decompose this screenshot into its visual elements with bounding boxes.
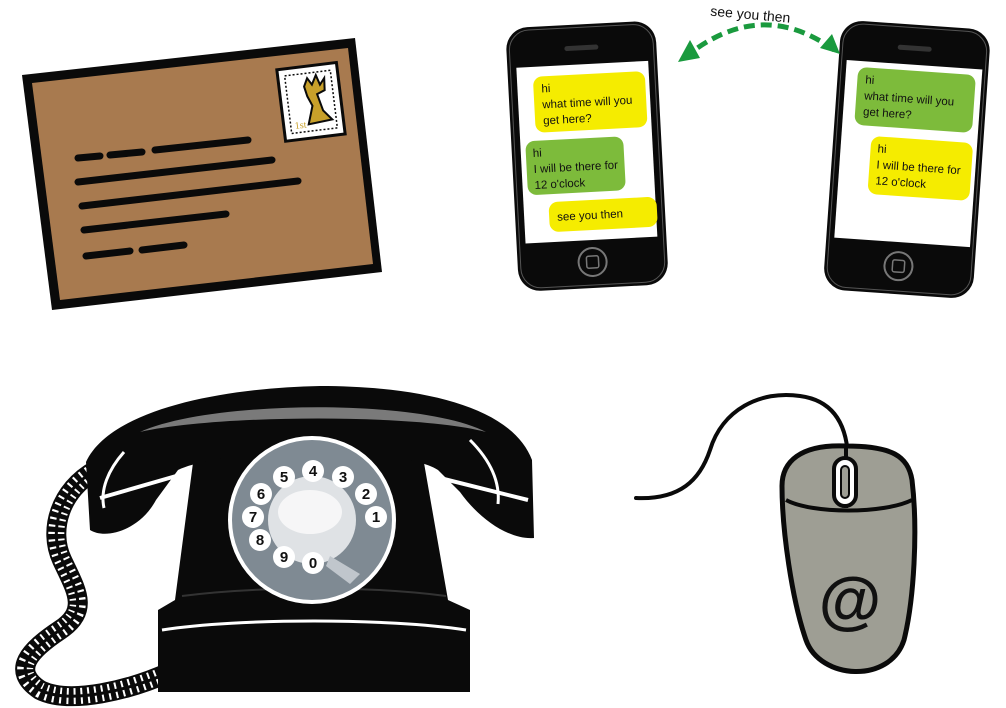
message-line: I will be there for — [876, 159, 961, 177]
exchange-arrow-icon: see you then — [678, 3, 840, 62]
svg-text:1: 1 — [372, 509, 380, 526]
message-line: hi — [865, 74, 875, 87]
message-line: 12 o'clock — [875, 175, 927, 191]
message-line: see you then — [557, 208, 623, 223]
message-line: hi — [877, 143, 887, 156]
rotary-telephone-icon: 1 2 3 4 5 6 7 8 9 0 — [15, 386, 534, 707]
dial-hole: 6 — [250, 483, 272, 505]
message-line: get here? — [543, 113, 592, 128]
home-button-icon — [883, 251, 914, 282]
message-line: hi — [533, 148, 543, 160]
stamp: 1st — [275, 60, 347, 143]
dial-hole: 8 — [249, 529, 271, 551]
svg-text:2: 2 — [362, 486, 370, 503]
at-symbol: @ — [819, 564, 881, 636]
stamp-label: 1st — [294, 120, 307, 132]
svg-text:7: 7 — [249, 509, 257, 526]
button-divider — [785, 498, 913, 513]
dial-hole: 5 — [273, 466, 295, 488]
message-line: 12 o'clock — [534, 177, 586, 192]
dial-hole: 0 — [302, 552, 324, 574]
svg-text:9: 9 — [280, 549, 288, 566]
message-bubble: hi what time will you get here? — [854, 67, 976, 133]
speaker-slot — [564, 44, 599, 52]
svg-text:6: 6 — [257, 486, 265, 503]
svg-text:0: 0 — [309, 555, 317, 572]
message-line: what time will you — [541, 95, 633, 112]
handset-highlight — [140, 407, 486, 432]
speaker-slot — [897, 44, 932, 52]
address-lines — [74, 136, 302, 260]
message-line: I will be there for — [533, 160, 618, 176]
crown-stamp-icon — [303, 72, 335, 126]
dial-hole: 7 — [242, 506, 264, 528]
home-button-icon — [577, 247, 608, 278]
dial-hole: 9 — [273, 546, 295, 568]
message-bubble: hi I will be there for 12 o'clock — [868, 136, 973, 201]
computer-mouse-icon: @ — [634, 393, 918, 674]
svg-text:4: 4 — [309, 463, 318, 480]
rotary-dial: 1 2 3 4 5 6 7 8 9 0 — [228, 436, 396, 604]
message-bubble: hi I will be there for 12 o'clock — [525, 136, 626, 195]
message-bubble: see you then — [548, 197, 658, 232]
message-line: get here? — [863, 106, 912, 121]
arrow-label: see you then — [710, 3, 791, 26]
dial-hole: 3 — [332, 466, 354, 488]
message-line: hi — [541, 83, 551, 95]
dial-hole: 4 — [302, 460, 324, 482]
dial-hole: 1 — [365, 506, 387, 528]
message-bubble: hi what time will you get here? — [533, 71, 648, 133]
svg-text:3: 3 — [339, 469, 347, 486]
finger-stop — [326, 556, 360, 584]
phone-right: hi what time will you get here? hi I wil… — [824, 21, 990, 298]
phone-left: hi what time will you get here? hi I wil… — [506, 21, 668, 291]
svg-text:5: 5 — [280, 469, 288, 486]
mouse-cable — [634, 393, 850, 501]
envelope-icon: 1st — [22, 38, 382, 310]
coiled-cord — [15, 460, 180, 707]
svg-text:8: 8 — [256, 532, 264, 549]
dial-hole: 2 — [355, 483, 377, 505]
